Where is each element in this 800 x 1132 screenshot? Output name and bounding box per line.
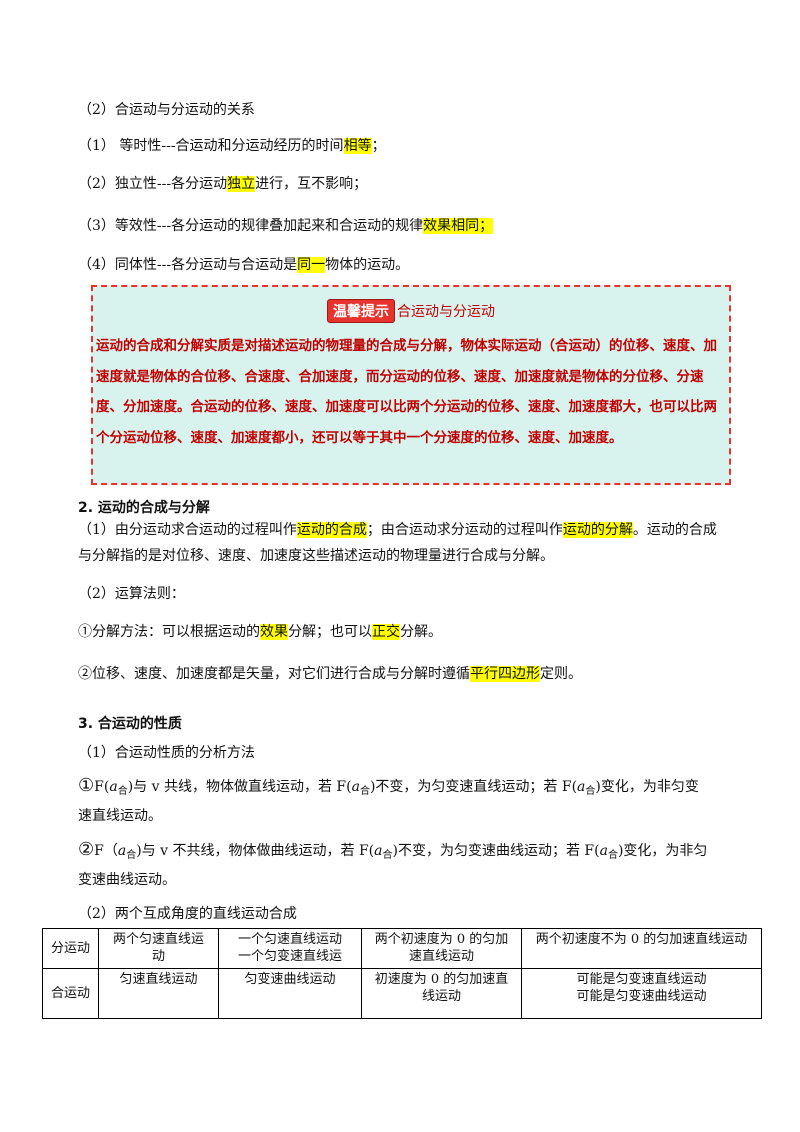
tip-body: 运动的合成和分解实质是对描述运动的物理量的合成与分解，物体实际运动（合运动）的位…: [96, 338, 717, 446]
relation-title: （2）合运动与分运动的关系: [78, 102, 255, 118]
relation-item-3: （3）等效性---各分运动的规律叠加起来和合运动的规律效果相同；: [78, 216, 494, 236]
item-text: （1） 等时性---合运动和分运动经历的时间: [78, 138, 344, 154]
symbol-a: a: [117, 843, 127, 859]
text: )不变，为匀变速曲线运动；若 F(: [392, 843, 600, 859]
text: ；由合运动求分运动的过程叫作: [366, 522, 563, 538]
tip-title: 温馨提示合运动与分运动: [93, 299, 729, 323]
subscript: 合: [117, 786, 128, 797]
item-text: 进行，互不影响；: [255, 176, 368, 192]
relation-item-2: （2）独立性---各分运动独立进行，互不影响；: [78, 174, 367, 194]
number-marker: ②: [78, 839, 95, 860]
highlight: 运动的合成: [296, 522, 367, 538]
section3-case1-line2: 速直线运动。: [78, 808, 162, 824]
text: ①分解方法：可以根据运动的: [78, 624, 260, 640]
relation-item-1: （1） 等时性---合运动和分运动经历的时间相等；: [78, 136, 386, 156]
table-cell: 一个匀速直线运动一个匀变速直线运: [218, 928, 362, 969]
table-row: 分运动 两个匀速直线运动 一个匀速直线运动一个匀变速直线运 两个初速度为 0 的…: [42, 928, 762, 969]
table-cell: 两个初速度为 0 的匀加速直线运动: [361, 928, 522, 969]
table-cell: 可能是匀变速直线运动可能是匀变速曲线运动: [521, 968, 762, 1019]
text: )变化，为非匀变: [595, 779, 699, 795]
text: F（: [94, 843, 118, 859]
text: 分解；也可以: [288, 624, 372, 640]
highlight: 效果相同；: [423, 218, 494, 234]
text: )变化，为非匀: [617, 843, 708, 859]
table-cell: 两个匀速直线运动: [98, 928, 219, 969]
tip-badge: 温馨提示: [327, 299, 395, 323]
highlight: 效果: [260, 624, 288, 640]
text: )与 v 共线，物体做直线运动，若 F(: [127, 779, 352, 795]
text: 。运动的合成: [632, 522, 717, 538]
section2-method2: ②位移、速度、加速度都是矢量，对它们进行合成与分解时遵循平行四边形定则。: [78, 664, 582, 684]
highlight: 独立: [227, 176, 256, 192]
subscript: 合: [585, 786, 596, 797]
text: F(: [94, 779, 110, 795]
section2-heading: 2. 运动的合成与分解: [78, 500, 210, 516]
symbol-a: a: [599, 843, 608, 859]
section3-case2-line2: 变速曲线运动。: [78, 872, 176, 888]
text: 定则。: [540, 666, 582, 682]
item-text: （4）同体性---各分运动与合运动是: [78, 257, 298, 273]
text: )不变，为匀变速直线运动；若 F(: [369, 779, 578, 795]
table-cell: 匀变速曲线运动: [218, 968, 362, 1019]
section2-p1-line2: 与分解指的是对位移、速度、加速度这些描述运动的物理量进行合成与分解。: [78, 548, 554, 564]
item-text: ；: [371, 138, 386, 154]
tip-title-text: 合运动与分运动: [397, 304, 495, 320]
highlight: 同一: [297, 257, 326, 273]
highlight: 平行四边形: [470, 666, 540, 682]
row-head-resultant: 合运动: [42, 968, 99, 1019]
table-cell: 匀速直线运动: [98, 968, 219, 1019]
symbol-a: a: [351, 779, 360, 795]
tip-box: 温馨提示合运动与分运动 运动的合成和分解实质是对描述运动的物理量的合成与分解，物…: [91, 285, 731, 485]
section3-sub1: （1）合运动性质的分析方法: [78, 745, 255, 761]
highlight: 运动的分解: [562, 522, 633, 538]
subscript: 合: [126, 850, 137, 861]
section2-p2: （2）运算法则：: [78, 586, 185, 602]
section2-p1: （1）由分运动求合运动的过程叫作运动的合成；由合运动求分运动的过程叫作运动的分解…: [78, 520, 717, 540]
highlight: 相等: [343, 138, 372, 154]
text: （1）由分运动求合运动的过程叫作: [78, 522, 297, 538]
subscript: 合: [382, 850, 393, 861]
symbol-a: a: [374, 843, 383, 859]
table-cell: 初速度为 0 的匀加速直线运动: [361, 968, 522, 1019]
row-head-component: 分运动: [42, 928, 99, 969]
section3-sub2: （2）两个互成角度的直线运动合成: [78, 906, 297, 922]
subscript: 合: [607, 850, 618, 861]
section3-case2: ②F（a合)与 v 不共线，物体做曲线运动，若 F(a合)不变，为匀变速曲线运动…: [78, 840, 707, 866]
item-text: （2）独立性---各分运动: [78, 176, 228, 192]
table-cell: 两个初速度不为 0 的匀加速直线运动: [521, 928, 762, 969]
item-text: 物体的运动。: [325, 257, 410, 273]
number-marker: ①: [78, 775, 95, 796]
motion-table: 分运动 两个匀速直线运动 一个匀速直线运动一个匀变速直线运 两个初速度为 0 的…: [42, 928, 762, 1019]
section3-case1: ①F(a合)与 v 共线，物体做直线运动，若 F(a合)不变，为匀变速直线运动；…: [78, 776, 699, 802]
item-text: （3）等效性---各分运动的规律叠加起来和合运动的规律: [78, 218, 424, 234]
text: 分解。: [400, 624, 442, 640]
text: ②位移、速度、加速度都是矢量，对它们进行合成与分解时遵循: [78, 666, 470, 682]
section2-method1: ①分解方法：可以根据运动的效果分解；也可以正交分解。: [78, 622, 442, 642]
section3-heading: 3. 合运动的性质: [78, 716, 182, 732]
symbol-a: a: [109, 779, 118, 795]
relation-item-4: （4）同体性---各分运动与合运动是同一物体的运动。: [78, 255, 409, 275]
symbol-a: a: [577, 779, 586, 795]
table-row: 合运动 匀速直线运动 匀变速曲线运动 初速度为 0 的匀加速直线运动 可能是匀变…: [42, 968, 762, 1019]
subscript: 合: [359, 786, 370, 797]
text: )与 v 不共线，物体做曲线运动，若 F(: [136, 843, 375, 859]
highlight: 正交: [372, 624, 400, 640]
